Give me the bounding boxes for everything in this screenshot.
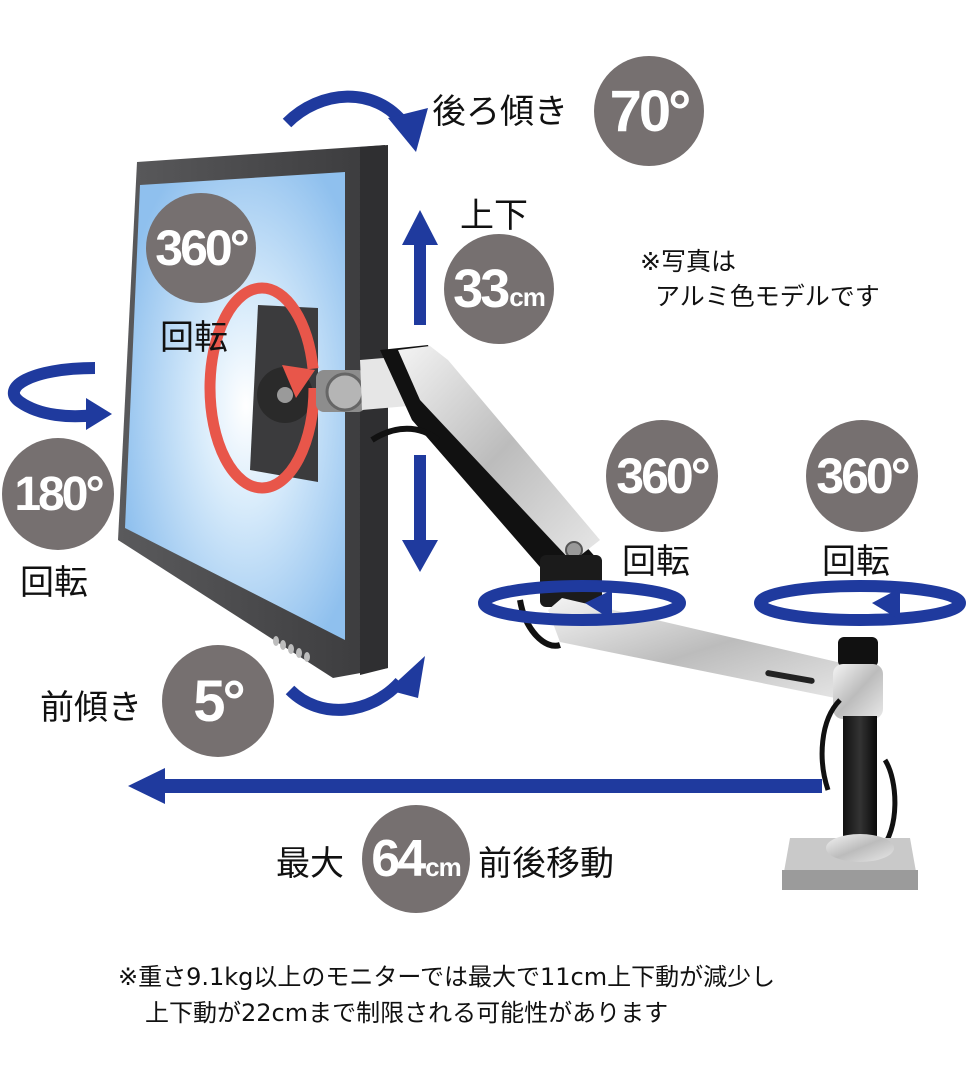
base-swivel-arrow [754, 580, 966, 626]
back-tilt-value: 70° [609, 78, 692, 144]
extension-unit: cm [425, 851, 462, 882]
monitor-buttons [273, 636, 310, 662]
desk-clamp-base [782, 834, 918, 890]
upper-arm [370, 345, 600, 590]
screen-rotation-arrow [204, 282, 320, 494]
extension-value: 64 [371, 830, 426, 888]
photo-note-line1: ※写真は [640, 247, 736, 276]
elbow-rotation-value: 360° [616, 448, 710, 504]
back-tilt-label: 後ろ傾き [432, 92, 568, 132]
vertical-value: 33 [453, 259, 510, 319]
vesa-plate [250, 305, 318, 482]
forward-tilt-badge: 5° [162, 645, 274, 757]
side-swivel-arrow [8, 362, 96, 423]
base-rotation-badge: 360° [806, 420, 918, 532]
screen-rotation-value: 360° [155, 220, 249, 276]
extension-suffix: 前後移動 [478, 844, 614, 884]
screen-rotation-label: 回転 [160, 318, 228, 358]
photo-note-line2: アルミ色モデルです [655, 282, 880, 311]
footer-note-line1: ※重さ9.1kg以上のモニターでは最大で11cm上下動が減少し [118, 963, 776, 991]
screen-rotation-badge: 360° [146, 193, 256, 303]
pole [819, 637, 898, 852]
elbow-swivel-arrow [478, 580, 686, 626]
base-rotation-label: 回転 [822, 542, 890, 582]
elbow-rotation-label: 回転 [622, 542, 690, 582]
base-rotation-value: 360° [816, 448, 910, 504]
extension-prefix: 最大 [276, 844, 344, 884]
side-swivel-label: 回転 [20, 563, 88, 603]
elbow-rotation-badge: 360° [606, 420, 718, 532]
side-swivel-badge: 180° [2, 438, 114, 550]
back-tilt-badge: 70° [594, 56, 704, 166]
back-tilt-arrow [282, 90, 410, 129]
forward-tilt-label: 前傾き [40, 688, 142, 728]
forward-tilt-arrow [285, 677, 405, 716]
vertical-label: 上下 [460, 196, 528, 236]
motion-arrows [8, 90, 966, 793]
side-swivel-value: 180° [14, 467, 104, 521]
vertical-unit: cm [509, 281, 546, 312]
footer-note-line2: 上下動が22cmまで制限される可能性があります [145, 999, 669, 1027]
forward-tilt-value: 5° [193, 668, 245, 734]
